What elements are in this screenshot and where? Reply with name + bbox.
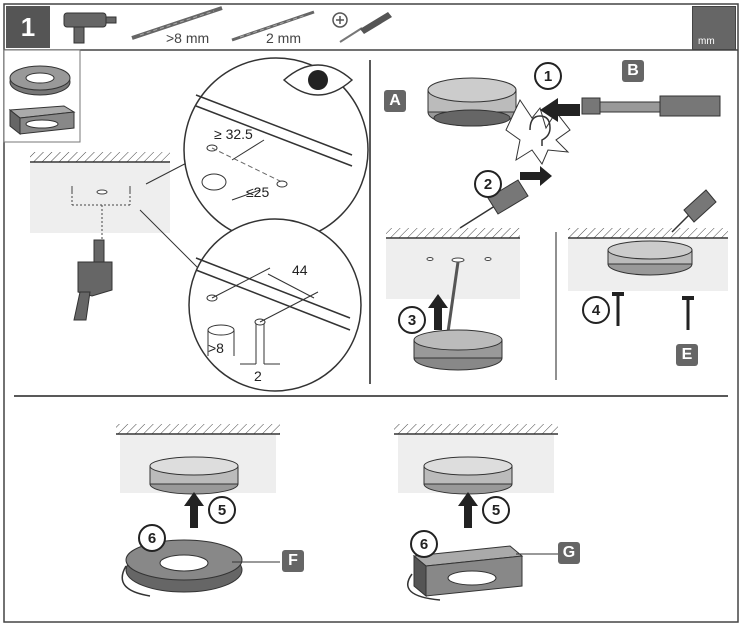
unit-label: mm: [698, 36, 715, 47]
hole-marks: [426, 257, 492, 263]
ring-cover-icon: [121, 539, 243, 597]
drill-icon: [63, 12, 117, 44]
part-badge-g: G: [558, 542, 580, 564]
eye-icon: [282, 64, 354, 96]
screw-icon: [682, 296, 694, 330]
screwdriver-icon: [332, 12, 392, 43]
part-badge-b: B: [622, 60, 644, 82]
unit-box: [692, 6, 736, 50]
step-circle: 5: [482, 496, 510, 524]
step-number: 1: [6, 6, 50, 48]
screw-icon: [612, 292, 624, 326]
drill-size-label: 2 mm: [266, 30, 301, 46]
square-cover-icon: [8, 105, 76, 136]
arrow-connect: [520, 166, 552, 186]
ceiling-left: [30, 152, 170, 233]
dim-distance: ≥ 32.5: [214, 126, 253, 142]
step-circle: 6: [138, 524, 166, 552]
part-badge-f: F: [282, 550, 304, 572]
arrow-left: [540, 98, 580, 122]
step-circle: 2: [474, 170, 502, 198]
dim-hole-large: >8: [208, 340, 224, 356]
light-unit-top: [427, 77, 517, 127]
dim-hole-small: 2: [254, 368, 262, 384]
arrow-up: [428, 294, 448, 330]
cable-lower: [459, 179, 529, 229]
light-unit-middle: [413, 329, 503, 371]
cable-right: [671, 189, 717, 233]
drill-size-label: >8 mm: [166, 30, 210, 46]
detail-magnifier-bottom: [188, 218, 362, 392]
hole-marks: [71, 186, 131, 240]
dim-spacing: 44: [292, 262, 308, 278]
outer-border: [3, 3, 739, 623]
drill-bit-icon: [231, 10, 315, 42]
ring-cover-icon: [9, 65, 71, 96]
step-circle: 1: [534, 62, 562, 90]
part-badge-e: E: [676, 344, 698, 366]
detail-magnifier-top: [183, 57, 369, 243]
dim-hole: ≤25: [246, 184, 270, 200]
light-unit-bottom-left: [149, 456, 239, 495]
drill-icon: [73, 239, 113, 321]
drill-bit-icon: [131, 6, 223, 40]
arrow-up: [458, 492, 478, 528]
step-circle: 6: [410, 530, 438, 558]
connector-plug: [581, 95, 721, 117]
part-badge-a: A: [384, 90, 406, 112]
step-circle: 4: [582, 296, 610, 324]
step-circle: 5: [208, 496, 236, 524]
step-circle: 3: [398, 306, 426, 334]
light-unit-bottom-right: [423, 456, 513, 495]
light-unit-right: [607, 240, 693, 276]
arrow-up: [184, 492, 204, 528]
square-cover-icon: [407, 545, 524, 601]
